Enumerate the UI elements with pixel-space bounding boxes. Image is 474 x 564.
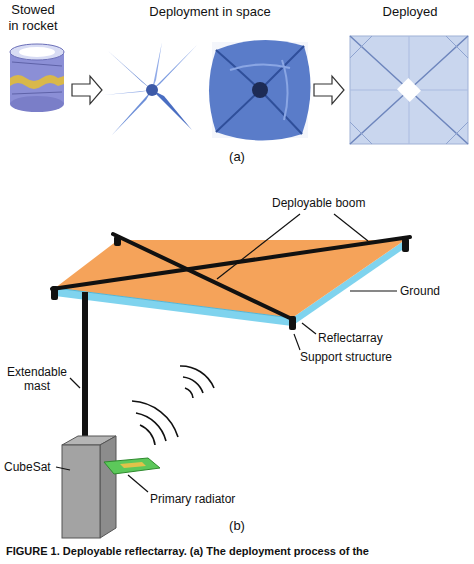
leader-line: [128, 475, 148, 492]
radio-waves: [136, 413, 166, 441]
stowed-photo: [10, 44, 64, 112]
primary-radiator: [104, 458, 160, 474]
stowed-photo: [12, 62, 62, 94]
primary-radiator: [120, 462, 146, 468]
support-structure: [114, 236, 121, 246]
radio-waves: [185, 388, 193, 398]
deploying-photo-2: [216, 46, 304, 134]
radio-waves: [183, 377, 203, 393]
extendable-mast: [82, 292, 88, 440]
deployed-photo: [350, 36, 468, 144]
part-name: Primary radiator: [150, 492, 270, 506]
cubesat-body: [62, 436, 116, 538]
part-name: Ground: [400, 284, 470, 298]
deployed-photo: [350, 36, 468, 144]
deployed-photo: [397, 78, 421, 102]
part-name: Reflectarray: [318, 331, 418, 345]
panel-letter: (b): [217, 518, 257, 534]
leader-line: [56, 467, 70, 470]
leader-line: [294, 334, 300, 350]
process-arrow: [72, 76, 102, 104]
deploying-photo-2: [209, 40, 311, 141]
stage-label: Deployment in space: [105, 4, 315, 20]
stowed-photo: [10, 96, 64, 112]
deployed-photo: [350, 36, 468, 144]
part-name: Deployable boom: [272, 196, 382, 210]
part-name: CubeSat: [4, 460, 64, 474]
stowed-photo: [10, 44, 64, 60]
deployed-photo: [350, 36, 468, 144]
deployable-boom: [52, 234, 410, 320]
support-structure: [51, 236, 409, 330]
stage-label: Stowed in rocket: [6, 2, 60, 33]
radio-waves: [180, 366, 214, 388]
deploying-photo-1: [107, 50, 152, 90]
deploying-photo-1: [112, 90, 152, 135]
stowed-photo: [19, 47, 55, 57]
leader-line: [350, 290, 397, 291]
deploying-photo-1: [152, 90, 192, 130]
support-structure: [51, 286, 58, 300]
process-arrow: [314, 76, 344, 104]
deploying-photo-2: [230, 60, 290, 120]
part-name: Support structure: [300, 350, 430, 364]
deploying-photo-1: [152, 45, 197, 90]
deploying-photo-1: [104, 90, 152, 95]
deploying-photo-1: [152, 42, 162, 90]
cubesat-body: [100, 436, 116, 538]
leader-line: [70, 378, 80, 388]
cubesat-body: [62, 445, 100, 538]
deploying-photo-2: [209, 40, 311, 141]
radio-waves: [132, 366, 214, 445]
deploying-photo-1: [104, 42, 197, 135]
leader-line: [334, 214, 368, 241]
figure-caption: FIGURE 1. Deployable reflectarray. (a) T…: [6, 545, 369, 557]
radio-waves: [132, 401, 178, 437]
deployable-boom: [52, 237, 410, 289]
stage-label: Deployed: [350, 4, 470, 20]
process-arrow: [72, 76, 102, 104]
panel-letter: (a): [217, 149, 257, 165]
leader-line: [302, 323, 316, 334]
process-arrow: [314, 76, 344, 104]
support-structure: [289, 316, 296, 330]
extendable-mast: [82, 292, 88, 440]
deploying-photo-1: [146, 84, 158, 96]
primary-radiator: [104, 458, 160, 474]
part-name: Extendable mast: [4, 365, 70, 394]
deploying-photo-2: [252, 82, 268, 98]
radio-waves: [140, 425, 155, 445]
reflectarray-panel: [55, 240, 405, 326]
leader-line: [217, 214, 300, 279]
deployed-photo: [350, 36, 468, 144]
support-structure: [402, 238, 409, 252]
stowed-photo: [10, 75, 64, 89]
